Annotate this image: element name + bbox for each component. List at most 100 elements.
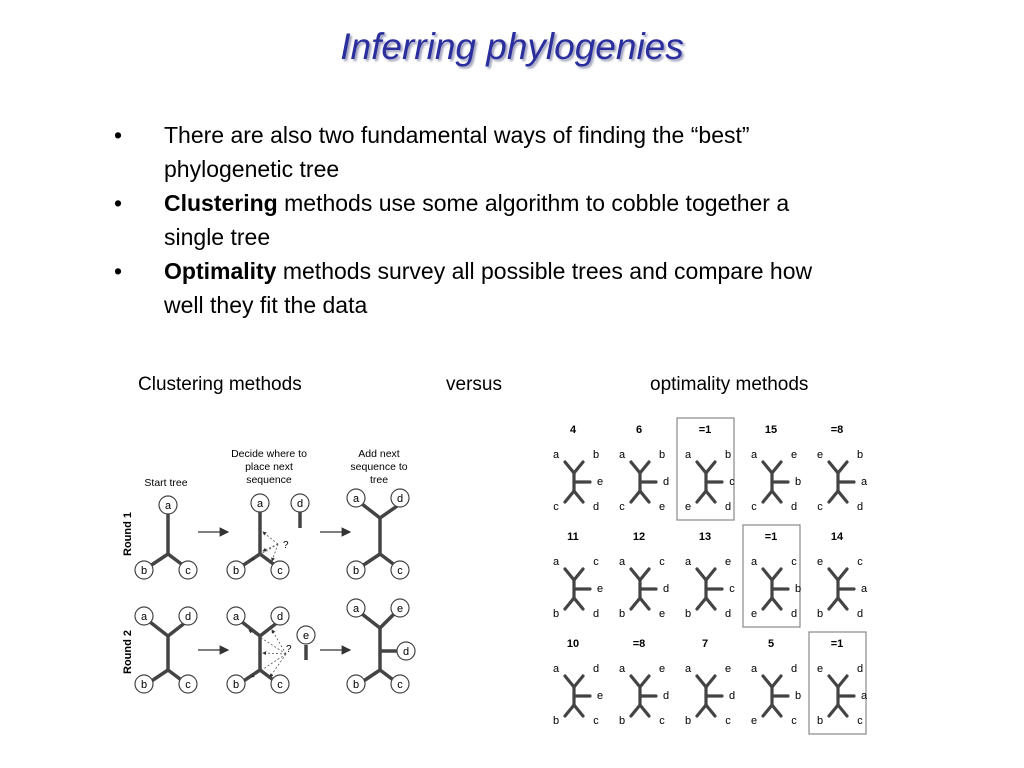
tree-branch (704, 460, 717, 475)
tree-leaf-label: c (725, 715, 731, 727)
tree-leaf-label: d (857, 501, 863, 513)
leaf-label: b (353, 565, 359, 577)
caption-optimality: optimality methods (650, 374, 809, 395)
tree-branch (836, 567, 849, 582)
tree-leaf-label: c (553, 501, 559, 513)
tree-leaf-label: e (791, 449, 797, 461)
r1-start-tree (149, 514, 186, 568)
tree-leaf-label: d (593, 501, 599, 513)
tree-branch (572, 596, 585, 611)
tree-branch (761, 460, 774, 475)
tree-branch (638, 674, 651, 689)
tree-branch (827, 460, 840, 475)
r2-decide-arrows (248, 629, 287, 678)
tree-leaf-label: b (795, 583, 801, 595)
r2-start-leaves: a d b c (134, 606, 198, 694)
tree-leaf-label: e (659, 608, 665, 620)
tree-branch (827, 596, 840, 611)
leaf-label: a (353, 603, 360, 615)
tree-leaf-label: a (861, 583, 868, 595)
tree-leaf-label: d (725, 608, 731, 620)
tree-leaf-label: e (725, 556, 731, 568)
tree-leaf-label: d (857, 608, 863, 620)
clustering-diagram: Start tree Decide where to place next se… (122, 448, 416, 694)
r2-add-leaves: a e d b c (346, 598, 416, 694)
tree-branch (629, 489, 642, 504)
caption-clustering: Clustering methods (138, 374, 302, 395)
tree-leaf-label: e (817, 449, 823, 461)
question-mark: ? (283, 540, 289, 551)
tree-leaf-label: d (663, 690, 669, 702)
tree-branch (695, 703, 708, 718)
tree-leaf-label: d (593, 663, 599, 675)
tree-branch (836, 596, 849, 611)
question-mark: ? (286, 644, 292, 655)
tree-leaf-label: d (663, 583, 669, 595)
leaf-label: e (397, 603, 403, 615)
tree-branch (761, 596, 774, 611)
header-start-tree: Start tree (144, 477, 187, 489)
tree-branch (770, 567, 783, 582)
tree-leaf-label: c (593, 556, 599, 568)
tree-leaf-label: e (597, 690, 603, 702)
tree-branch (704, 567, 717, 582)
tree-branch (827, 674, 840, 689)
bullet-list: •There are also two fundamental ways of … (110, 118, 830, 322)
tree-branch (827, 489, 840, 504)
leaf-label: d (397, 493, 403, 505)
leaf-label: c (397, 679, 403, 691)
slide-title: Inferring phylogenies (340, 26, 684, 67)
tree-branch (761, 674, 774, 689)
tree-branch (761, 567, 774, 582)
tree-leaf-label: b (553, 608, 559, 620)
tree-branch (629, 703, 642, 718)
tree-leaf-label: a (685, 663, 692, 675)
tree-leaf-label: b (619, 715, 625, 727)
tree-leaf-label: d (791, 501, 797, 513)
leaf-label: c (277, 565, 283, 577)
leaf-label: b (353, 679, 359, 691)
tree-branch (704, 596, 717, 611)
bullet-marker: • (114, 190, 123, 216)
tree-leaf-label: c (619, 501, 625, 513)
tree-leaf-label: b (857, 449, 863, 461)
tree-branch (563, 460, 576, 475)
bullet-bold: Clustering (164, 190, 278, 216)
r1-add-tree (360, 502, 402, 568)
leaf-label: c (397, 565, 403, 577)
tree-leaf-label: d (593, 608, 599, 620)
tree-score: 4 (570, 424, 577, 436)
tree-branch (563, 674, 576, 689)
tree-branch (572, 460, 585, 475)
tree-leaf-label: e (685, 501, 691, 513)
tree-leaf-label: b (659, 449, 665, 461)
tree-leaf-label: c (751, 501, 757, 513)
header-decide-text: Decide where to place next sequence (231, 448, 307, 486)
tree-branch (638, 489, 651, 504)
bullet-item: •Optimality methods survey all possible … (110, 254, 830, 322)
bullet-text: methods survey all possible trees and co… (164, 258, 813, 318)
leaf-label: b (233, 679, 239, 691)
tree-branch (827, 567, 840, 582)
caption-versus: versus (446, 374, 502, 395)
tree-branch (563, 596, 576, 611)
tree-leaf-label: b (795, 476, 801, 488)
round-1-label: Round 1 (122, 512, 134, 556)
r2-decide-tree (240, 620, 308, 684)
tree-score: =1 (699, 424, 712, 436)
tree-branch (629, 460, 642, 475)
tree-score: =1 (765, 531, 778, 543)
tree-leaf-label: e (751, 715, 757, 727)
r2-decide-leaves: a d b c e (226, 606, 316, 694)
highlight-box (676, 417, 735, 521)
tree-score: 12 (633, 531, 645, 543)
tree-score: 11 (567, 531, 579, 543)
